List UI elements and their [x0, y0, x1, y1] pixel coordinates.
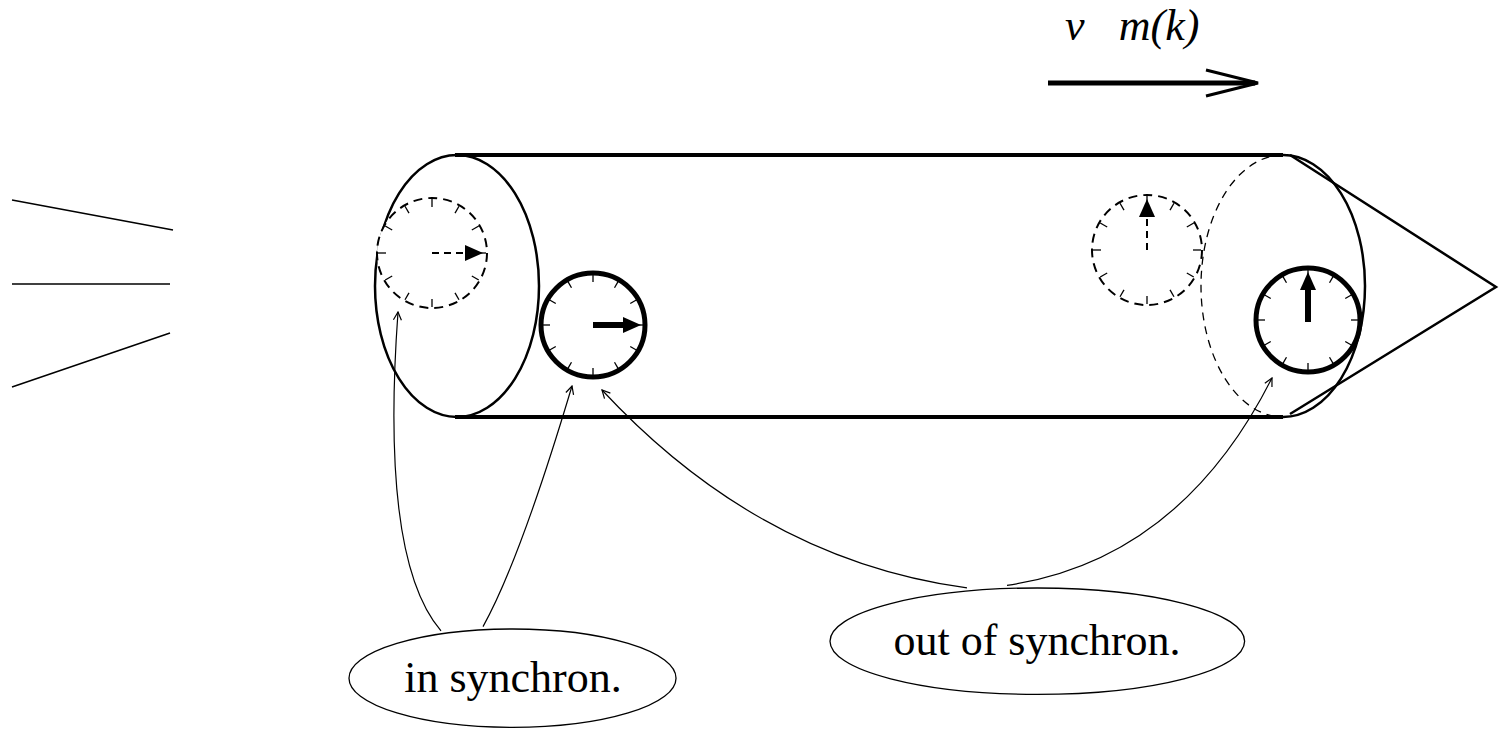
clock-tick [1146, 296, 1147, 304]
clock-tick [1264, 295, 1271, 299]
clock-tick [1330, 276, 1334, 283]
clock-image [377, 198, 487, 308]
clock-tick [1193, 249, 1201, 250]
clock-tick [455, 293, 459, 300]
clock-hand [432, 252, 467, 254]
clock-tick [1345, 295, 1352, 299]
clock-tick [472, 276, 479, 280]
velocity-arrowhead [1206, 70, 1258, 96]
clock-hand [593, 322, 625, 328]
clock-tick [1264, 342, 1271, 346]
clock-tick [1120, 290, 1124, 297]
clock-tick [1170, 290, 1174, 297]
clock-tick [1283, 276, 1287, 283]
clock-tick [630, 300, 637, 304]
clock-tick [549, 300, 556, 304]
clock-tick [455, 206, 459, 213]
clock-tick [1283, 357, 1287, 364]
clock-tick [592, 368, 593, 376]
clock-face [1092, 195, 1202, 305]
callout-text: in synchron. [404, 654, 622, 702]
clock-tick [615, 281, 619, 288]
clock-tick [592, 274, 593, 282]
rocket-rear [375, 155, 539, 417]
leader-line [602, 390, 967, 588]
ellipse-border [349, 629, 676, 727]
rocket-body [455, 415, 1283, 419]
clock [1256, 268, 1360, 372]
velocity-arrow [1048, 81, 1255, 86]
clock-face [377, 198, 487, 308]
exhaust-line [12, 283, 170, 285]
clock-tick [542, 324, 550, 325]
clock-hand-head [465, 245, 483, 261]
clock-tick [1307, 363, 1308, 371]
clock-tick [1345, 342, 1352, 346]
leader-line [483, 386, 572, 627]
clock-tick [1351, 319, 1359, 320]
clock [541, 273, 645, 377]
clock-image [1092, 195, 1202, 305]
clock-tick [630, 347, 637, 351]
clock-face [1256, 268, 1360, 372]
clock-tick [431, 199, 432, 207]
clock-tick [472, 226, 479, 230]
callout-ellipse: in synchron. [348, 628, 677, 728]
callout-text: out of synchron. [893, 617, 1180, 665]
clock-tick [1257, 319, 1265, 320]
clock-tick [431, 299, 432, 307]
clock-tick [549, 347, 556, 351]
clock-tick [378, 252, 386, 253]
clock-tick [615, 362, 619, 369]
velocity-label: v⃗m(k) [1065, 2, 1199, 50]
clock-tick [1100, 223, 1107, 227]
clock-tick [385, 276, 392, 280]
clock-tick [568, 281, 572, 288]
clock-hand-head [623, 317, 641, 333]
callout-ellipse: out of synchron. [829, 587, 1246, 695]
leader-line [1007, 378, 1272, 585]
exhaust-line [12, 333, 170, 387]
clock-tick [385, 226, 392, 230]
clock-tick [1170, 203, 1174, 210]
clock-hand-head [1139, 199, 1155, 217]
clock-tick [405, 206, 409, 213]
exhaust-line [12, 200, 173, 230]
clock-hand-head [1300, 272, 1316, 290]
clock-face [541, 273, 645, 377]
clock-tick [1187, 223, 1194, 227]
clock-hand [1305, 288, 1311, 322]
ellipse-border [830, 588, 1245, 694]
rocket-body [455, 153, 1283, 157]
leader-line [394, 312, 441, 631]
clock-tick [1330, 357, 1334, 364]
clock-tick [1187, 273, 1194, 277]
clock-tick [1100, 273, 1107, 277]
clock-hand [1146, 215, 1148, 250]
clock-tick [405, 293, 409, 300]
clock-tick [1093, 249, 1101, 250]
clock-tick [568, 362, 572, 369]
clock-tick [1120, 203, 1124, 210]
